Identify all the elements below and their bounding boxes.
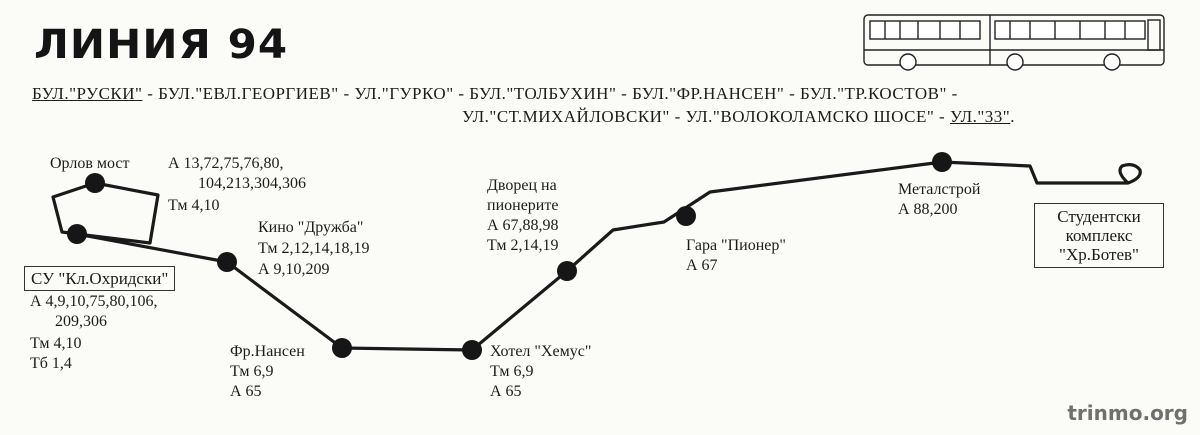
stop-fr-nansen (332, 338, 352, 358)
watermark: trinmo.org (1067, 401, 1188, 425)
terminus-line: "Хр.Ботев" (1059, 245, 1139, 264)
stop-label-hemus-a: А 65 (490, 383, 522, 400)
stop-label-kino-tm: Тм 2,12,14,18,19 (258, 240, 370, 257)
street-list-line-1: БУЛ."РУСКИ" - БУЛ."ЕВЛ.ГЕОРГИЕВ" - УЛ."Г… (32, 84, 958, 104)
terminus-line: комплекс (1065, 226, 1133, 245)
stop-label-kino-a: А 9,10,209 (258, 261, 330, 278)
stop-su-ohridski (67, 224, 87, 244)
bus-icon (863, 14, 1165, 71)
stop-gara-pioner (676, 206, 696, 226)
stop-label-dvorec-a: А 67,88,98 (487, 217, 559, 234)
stop-label-metal-a: А 88,200 (898, 201, 958, 218)
page-title: ЛИНИЯ 94 (34, 22, 289, 68)
stop-label-nansen-a: А 65 (230, 383, 262, 400)
stop-metalstroi (932, 152, 952, 172)
stop-label-orlov-tm: Тм 4,10 (168, 197, 220, 214)
stop-hotel-hemus (462, 340, 482, 360)
stop-label-gara-name: Гара "Пионер" (686, 237, 786, 254)
stop-kino-druzhba (217, 252, 237, 272)
stop-label-su-a: А 4,9,10,75,80,106, (30, 293, 158, 310)
stop-label-gara-a: А 67 (686, 257, 718, 274)
stop-dvorec (557, 261, 577, 281)
stop-label-dvorec-name1: Дворец на (487, 177, 557, 194)
terminus-line: Студентски (1057, 207, 1141, 226)
stop-label-su-a2: 209,306 (55, 313, 107, 330)
terminus-box: Студентски комплекс "Хр.Ботев" (1034, 203, 1164, 268)
street-list-line-2: УЛ."СТ.МИХАЙЛОВСКИ" - УЛ."ВОЛОКОЛАМСКО Ш… (462, 107, 1015, 127)
stop-label-kino-name: Кино "Дружба" (258, 219, 364, 236)
street-segment: УЛ."СТ.МИХАЙЛОВСКИ" - УЛ."ВОЛОКОЛАМСКО Ш… (462, 107, 950, 126)
street-segment: . (1010, 107, 1015, 126)
stop-label-hemus-tm: Тм 6,9 (490, 363, 534, 380)
stop-label-nansen-name: Фр.Нансен (230, 343, 305, 360)
stop-label-dvorec-tm: Тм 2,14,19 (487, 237, 559, 254)
stop-label-dvorec-name2: пионерите (487, 197, 559, 214)
stop-label-nansen-tm: Тм 6,9 (230, 363, 274, 380)
stop-label-su-name: СУ "Кл.Охридски" (24, 266, 176, 291)
stop-label-su-tb: Тб 1,4 (30, 355, 72, 372)
stop-label-hemus-name: Хотел "Хемус" (490, 343, 592, 360)
stop-label-metal-name: Металстрой (898, 181, 981, 198)
stop-label-orlov-a: А 13,72,75,76,80, (168, 155, 284, 172)
stop-label-orlov-a2: 104,213,304,306 (198, 175, 306, 192)
street-segment: УЛ."33" (949, 107, 1011, 126)
stop-label-su-tm: Тм 4,10 (30, 335, 82, 352)
street-segment: БУЛ."РУСКИ" (32, 84, 143, 103)
stop-label-orlov-name: Орлов мост (50, 155, 130, 172)
stop-orlov-most (85, 173, 105, 193)
route-line (51, 160, 1142, 352)
street-segment: - БУЛ."ЕВЛ.ГЕОРГИЕВ" - УЛ."ГУРКО" - БУЛ.… (142, 84, 958, 103)
